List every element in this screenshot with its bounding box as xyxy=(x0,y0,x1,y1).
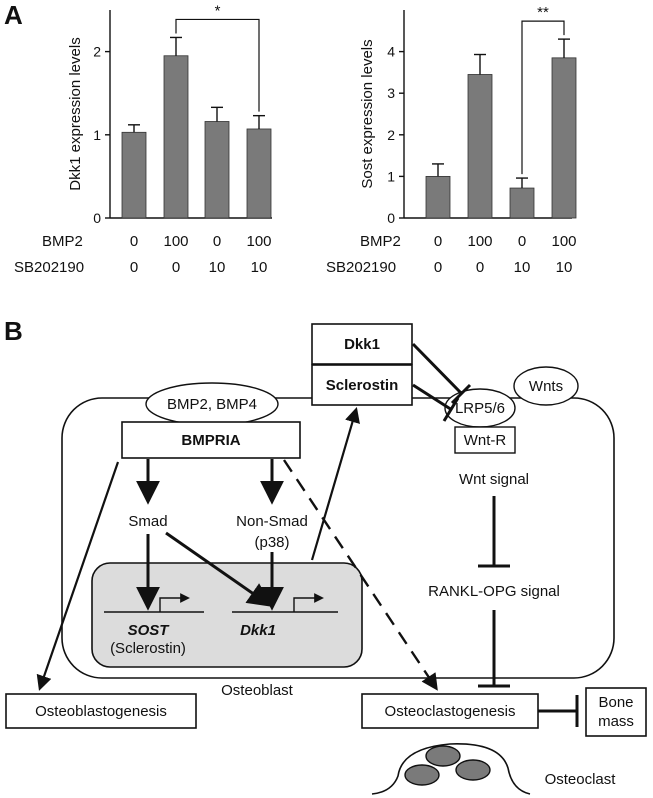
wnt-receptor-box xyxy=(454,426,516,454)
bmp2-value: 100 xyxy=(467,233,492,250)
y-axis-label: Sost expression levels xyxy=(359,39,376,188)
sclerostin-inhibit-bar xyxy=(442,397,460,422)
bar xyxy=(121,131,147,219)
sb202190-value: 0 xyxy=(434,259,442,276)
bar xyxy=(204,121,230,219)
bone-mass-label-line1: Bone xyxy=(598,694,633,711)
bone-mass-label-line2: mass xyxy=(598,713,634,730)
sost-gene-label: SOST xyxy=(128,622,171,639)
bmp2-value: 100 xyxy=(163,233,188,250)
wnts-ellipse xyxy=(513,366,579,406)
dkk1-protein-box xyxy=(311,323,413,365)
dkk1-gene-label: Dkk1 xyxy=(240,622,276,639)
p38-label: (p38) xyxy=(254,534,289,551)
significance-label: ** xyxy=(537,4,549,21)
y-tick-label: 4 xyxy=(387,44,395,60)
smad-to-dkk1-arrow xyxy=(165,531,272,607)
bmp2-row-label-left: BMP2 xyxy=(42,233,83,250)
bar xyxy=(551,57,577,219)
y-tick-label: 2 xyxy=(93,44,101,60)
osteoclast-nucleus-3 xyxy=(455,759,491,781)
wnt-receptor-label: Wnt-R xyxy=(464,432,507,449)
sclerostin-box xyxy=(311,364,413,406)
sost-gene-sublabel: (Sclerostin) xyxy=(110,640,186,657)
sb202190-value: 0 xyxy=(172,259,180,276)
receptor-to-osteoblastogenesis-arrow xyxy=(36,461,120,691)
osteoclast-label: Osteoclast xyxy=(545,771,617,788)
bmp2-row-label-right: BMP2 xyxy=(360,233,401,250)
y-tick-label: 1 xyxy=(93,127,101,143)
osteoclast-nucleus-2 xyxy=(404,764,440,786)
bar xyxy=(467,74,493,219)
sb202190-value: 10 xyxy=(514,259,531,276)
bmpria-receptor-box xyxy=(121,421,301,459)
smad-label: Smad xyxy=(128,513,167,530)
wnts-label: Wnts xyxy=(529,378,563,395)
y-tick-label: 0 xyxy=(387,210,395,226)
bmp2-value: 100 xyxy=(246,233,271,250)
osteoblastogenesis-label: Osteoblastogenesis xyxy=(35,703,167,720)
secretion-arrow xyxy=(310,407,360,561)
bar xyxy=(163,55,189,219)
dkk1-inhibit-bar xyxy=(450,383,472,405)
panel-a-letter: A xyxy=(4,0,23,30)
conditions-left: 0 100 0 100 0 0 10 10 xyxy=(130,233,272,276)
sb202190-row-label-right: SB202190 xyxy=(326,259,396,276)
sclerostin-inhibits-lrp xyxy=(412,383,453,412)
dkk1-inhibits-lrp xyxy=(411,342,464,396)
sb202190-value: 10 xyxy=(251,259,268,276)
dkk1-protein-label: Dkk1 xyxy=(344,336,380,353)
y-tick-label: 2 xyxy=(387,127,395,143)
significance-bracket xyxy=(521,20,565,175)
bmp2-value: 0 xyxy=(213,233,221,250)
y-tick-label: 1 xyxy=(387,168,395,184)
osteoclast-nucleus-1 xyxy=(425,745,461,767)
significance-bracket xyxy=(175,18,260,112)
bmp-ligands-label: BMP2, BMP4 xyxy=(167,396,257,413)
sb202190-row-label-left: SB202190 xyxy=(14,259,84,276)
sost-promoter-arrow xyxy=(159,593,190,612)
osteoblast-label: Osteoblast xyxy=(221,682,294,699)
dkk1-promoter-arrow xyxy=(293,593,324,612)
wnt-signal-label: Wnt signal xyxy=(459,471,529,488)
sost-chart: 0 1 2 3 4 Sost expression levels ** xyxy=(359,4,577,226)
sb202190-value: 0 xyxy=(130,259,138,276)
osteoclastogenesis-box xyxy=(361,693,539,729)
rankl-opg-label: RANKL-OPG signal xyxy=(428,583,560,600)
bmp2-value: 100 xyxy=(551,233,576,250)
bmp2-value: 0 xyxy=(518,233,526,250)
bmp2-value: 0 xyxy=(130,233,138,250)
bone-mass-box xyxy=(585,687,647,737)
osteoclastogenesis-label: Osteoclastogenesis xyxy=(385,703,516,720)
significance-label: * xyxy=(215,2,221,19)
bar xyxy=(509,187,535,219)
y-axis-label: Dkk1 expression levels xyxy=(67,37,84,190)
bar xyxy=(246,128,272,219)
osteoclast-cell xyxy=(371,743,531,795)
osteoblastogenesis-box xyxy=(5,693,197,729)
sb202190-value: 0 xyxy=(476,259,484,276)
y-tick-label: 0 xyxy=(93,210,101,226)
lrp-label: LRP5/6 xyxy=(455,400,505,417)
sclerostin-label: Sclerostin xyxy=(326,377,399,394)
sb202190-value: 10 xyxy=(209,259,226,276)
nonsmad-label: Non-Smad xyxy=(236,513,308,530)
dkk1-chart: 0 1 2 Dkk1 expression levels * xyxy=(67,2,272,226)
panel-b-letter: B xyxy=(4,316,23,346)
y-tick-label: 3 xyxy=(387,85,395,101)
bmpria-label: BMPRIA xyxy=(181,432,240,449)
conditions-right: 0 100 0 100 0 0 10 10 xyxy=(434,233,577,276)
bar xyxy=(425,175,451,219)
sb202190-value: 10 xyxy=(556,259,573,276)
bmp2-value: 0 xyxy=(434,233,442,250)
